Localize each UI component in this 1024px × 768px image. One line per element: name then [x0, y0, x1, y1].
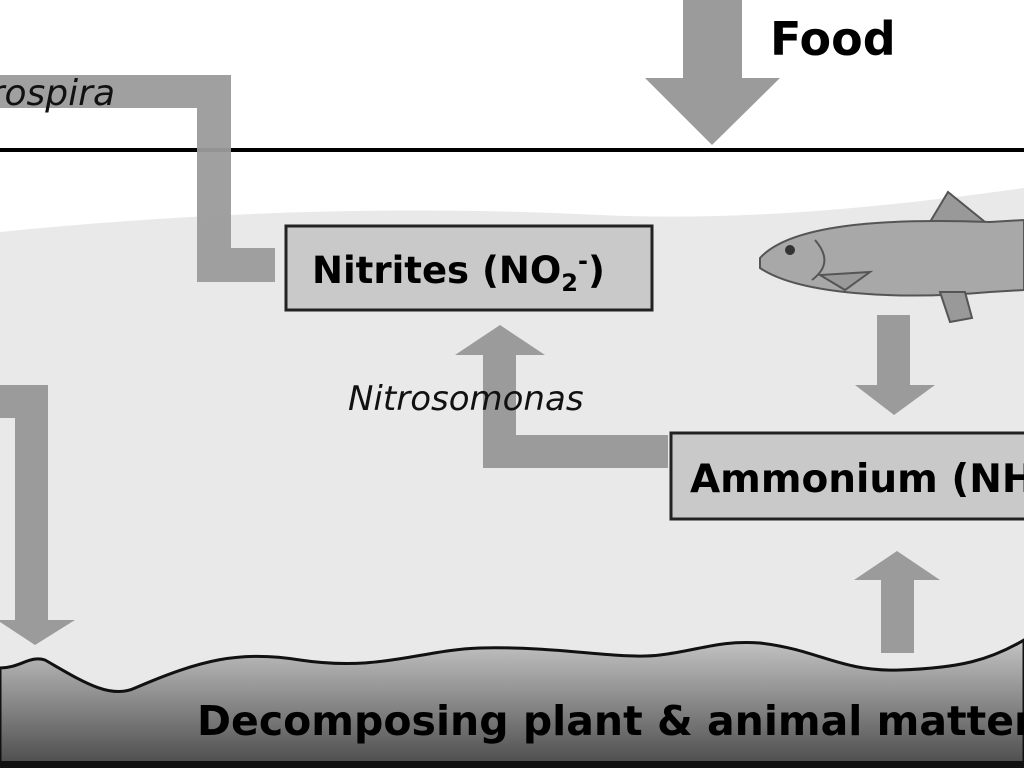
nitrospira-arrow — [0, 75, 275, 282]
nitrites-label: Nitrites (NO2-) — [312, 247, 605, 297]
food-label: Food — [770, 12, 896, 66]
ammonium-label: Ammonium (NH4+) — [690, 457, 1024, 502]
water-surface-line — [0, 148, 1024, 152]
nitrosomonas-label: Nitrosomonas — [348, 379, 584, 419]
sediment — [0, 638, 1024, 768]
fish-to-ammonium-arrow — [855, 315, 935, 415]
left-down-arrow — [0, 385, 75, 645]
ammonium-box: Ammonium (NH4+) — [669, 431, 1024, 521]
decomposing-label: Decomposing plant & animal matter — [197, 697, 1024, 745]
sediment-to-ammonium-arrow — [854, 551, 940, 653]
bottom-line — [0, 761, 1024, 768]
nitrospira-label: Nitrospira — [0, 73, 115, 114]
fish-icon — [759, 190, 1024, 324]
water-body — [0, 188, 1024, 768]
nitrosomonas-arrow — [455, 325, 668, 468]
nitrites-box: Nitrites (NO2-) — [284, 224, 654, 312]
food-arrow — [645, 0, 780, 145]
